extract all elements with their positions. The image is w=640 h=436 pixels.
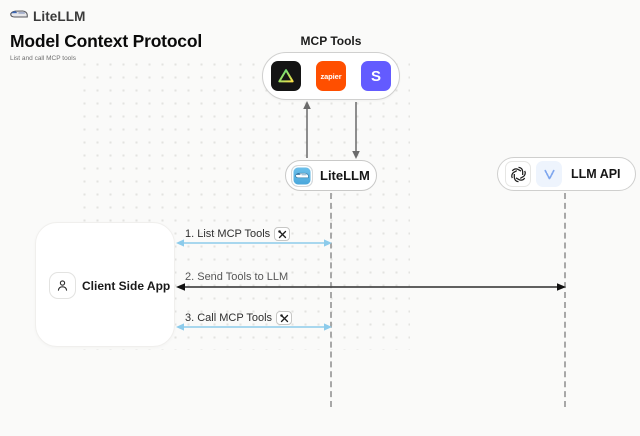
openai-icon — [505, 161, 531, 187]
step-3-label: 3. Call MCP Tools — [185, 311, 293, 325]
litellm-node: LiteLLM — [285, 160, 377, 191]
arrow-down-mcp-to-litellm — [352, 102, 360, 159]
step-2-arrow — [176, 283, 566, 291]
arrow-up-litellm-to-mcp — [303, 101, 311, 158]
tools-hammer-wrench-icon — [274, 227, 291, 241]
litellm-train-icon — [10, 7, 28, 26]
litellm-node-label: LiteLLM — [320, 168, 370, 183]
litellm-lifeline — [330, 193, 332, 407]
step-1-arrow — [176, 239, 332, 247]
step-3-arrow — [176, 323, 332, 331]
tools-hammer-wrench-icon — [276, 311, 293, 325]
mcp-tools-box: zapier S — [262, 52, 400, 100]
brand-label: LiteLLM — [33, 9, 86, 24]
llm-api-lifeline — [564, 193, 566, 407]
stripe-icon: S — [361, 61, 391, 91]
client-side-app-node: Client Side App — [35, 222, 175, 347]
litellm-train-chip-icon — [291, 164, 313, 187]
client-side-app-label: Client Side App — [82, 279, 171, 293]
mcp-tools-label: MCP Tools — [300, 34, 362, 48]
page-title: Model Context Protocol — [10, 31, 202, 51]
stripe-letter: S — [370, 67, 381, 85]
triangle-tool-icon — [271, 61, 301, 91]
brand: LiteLLM — [10, 7, 85, 26]
step-1-label: 1. List MCP Tools — [185, 227, 291, 241]
llm-api-node-label: LLM API — [571, 167, 621, 181]
llm-api-node: LLM API — [497, 157, 636, 191]
step-2-label: 2. Send Tools to LLM — [185, 271, 289, 283]
zapier-icon: zapier — [316, 61, 346, 91]
page-subtitle: List and call MCP tools — [10, 55, 76, 62]
person-icon — [49, 272, 76, 299]
zapier-wordmark: zapier — [320, 71, 342, 81]
llm-provider-v-icon — [536, 161, 562, 187]
